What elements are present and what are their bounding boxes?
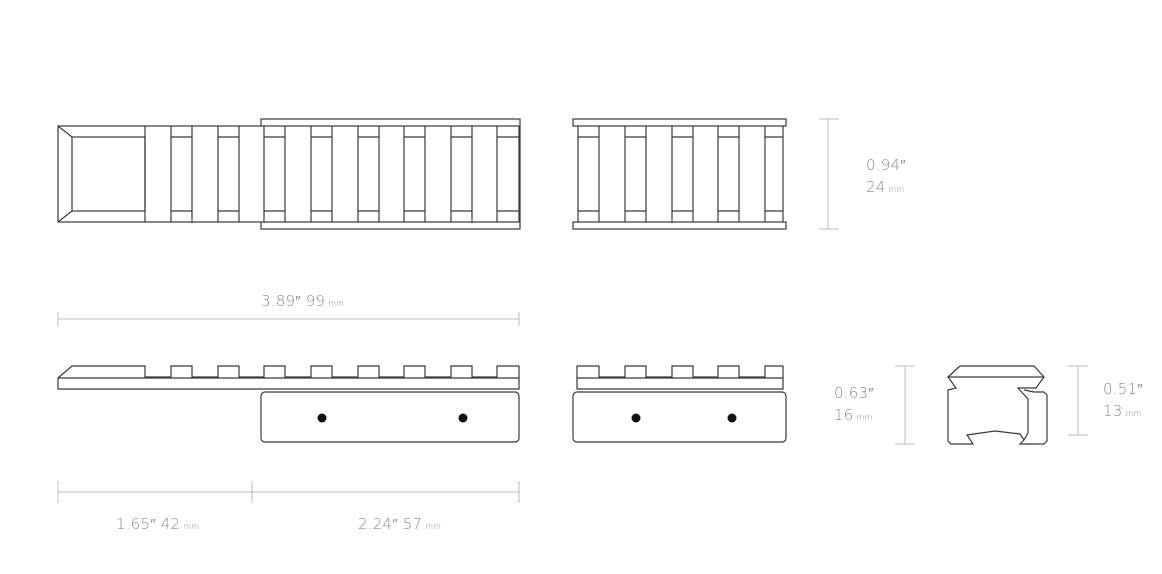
- dim-line-height-top: [819, 118, 839, 230]
- dim-line-segment-lengths: [57, 481, 520, 503]
- height-top-inch: 0.94″: [866, 156, 906, 174]
- dim-line-overall-length: [57, 312, 520, 326]
- side-height-inch: 0.63″: [834, 384, 874, 402]
- front-length-inch: 1.65″: [116, 515, 156, 533]
- end-profile: [947, 365, 1048, 445]
- rear-length-mm: 57: [402, 515, 423, 533]
- overall-length-mm: 99: [305, 292, 326, 310]
- front-length-mm: 42: [160, 515, 181, 533]
- side-view-short: [572, 365, 787, 443]
- dim-line-profile-height: [1068, 365, 1088, 436]
- overall-length-inch: 3.89″: [261, 292, 301, 310]
- rear-length-unit: mm: [425, 522, 442, 531]
- side-height-mm: 16: [834, 406, 854, 424]
- height-top-mm: 24: [866, 178, 886, 196]
- profile-height-mm: 13: [1103, 402, 1123, 420]
- dim-line-side-height: [895, 365, 915, 445]
- overall-length-unit: mm: [328, 299, 345, 308]
- top-view-short: [572, 118, 787, 230]
- profile-height-unit: mm: [1125, 409, 1142, 418]
- front-length-unit: mm: [183, 522, 200, 531]
- mounting-holes: [317, 413, 737, 423]
- profile-height-inch: 0.51″: [1103, 380, 1143, 398]
- height-top-unit: mm: [888, 185, 905, 194]
- rear-length-inch: 2.24″: [358, 515, 398, 533]
- side-height-unit: mm: [856, 413, 873, 422]
- top-view-long: [57, 118, 521, 230]
- side-view-long: [57, 365, 520, 443]
